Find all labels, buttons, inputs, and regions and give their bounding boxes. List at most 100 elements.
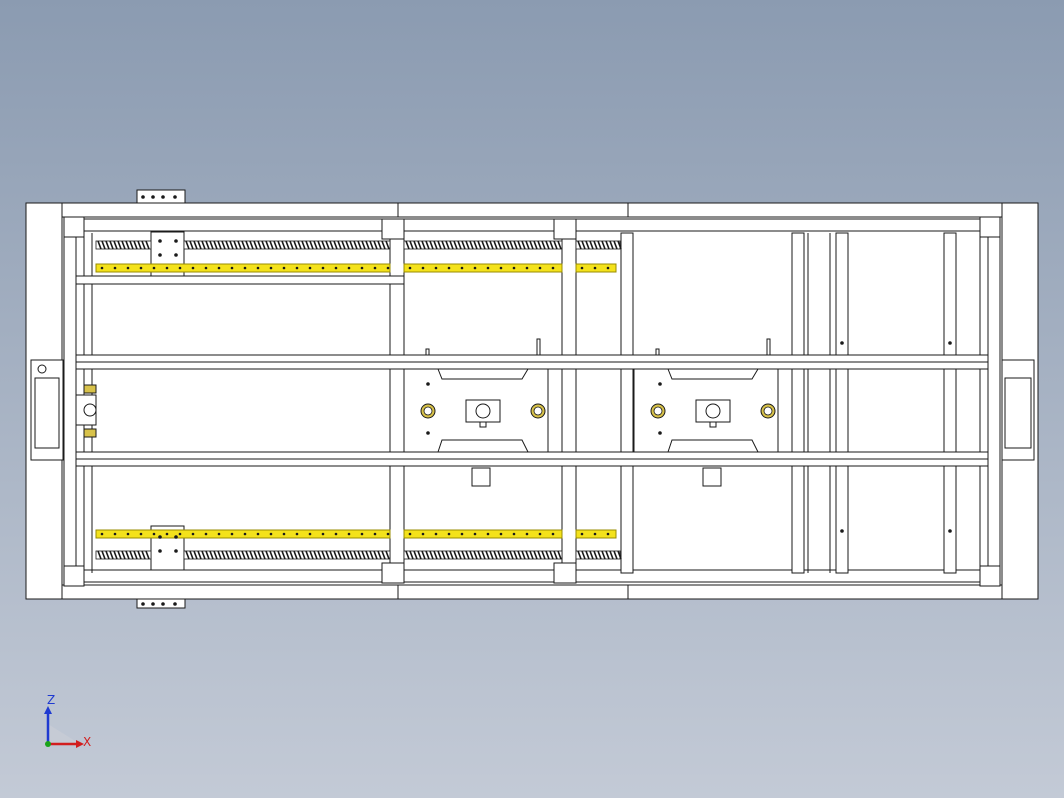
rail-bolt: [386, 532, 390, 536]
rail-bolt: [447, 532, 451, 536]
rail-bolt: [499, 266, 503, 270]
bolt-hole: [658, 382, 662, 386]
rail-bolt: [321, 266, 325, 270]
triad-origin: [45, 741, 51, 747]
rail-bolt: [606, 266, 610, 270]
rail-bolt: [126, 266, 130, 270]
upper-cross-member: [75, 275, 405, 285]
top-mounting-tab: [136, 189, 186, 204]
left-end-block: [30, 359, 64, 461]
rail-bolt: [256, 266, 260, 270]
rail-bolt: [308, 532, 312, 536]
top-rail-profile: [83, 218, 981, 232]
bolt-hole: [948, 341, 952, 345]
rail-bolt: [204, 532, 208, 536]
rail-bolt: [178, 532, 182, 536]
mid-post-3: [620, 232, 634, 574]
rail-bolt: [256, 532, 260, 536]
rail-bolt: [282, 266, 286, 270]
rail-bolt: [373, 532, 377, 536]
rail-bolt: [295, 266, 299, 270]
bolt-hole: [174, 253, 178, 257]
rail-bolt: [165, 532, 169, 536]
rail-bolt: [308, 266, 312, 270]
rail-bolt: [113, 266, 117, 270]
rail-bolt: [152, 532, 156, 536]
rail-bolt: [434, 532, 438, 536]
rail-bolt: [408, 266, 412, 270]
bolt-hole: [658, 431, 662, 435]
bolt-hole: [161, 602, 165, 606]
rail-bolt: [421, 532, 425, 536]
rail-bolt: [386, 266, 390, 270]
ball-screw: [183, 550, 391, 560]
rail-bolt: [295, 532, 299, 536]
rail-bolt: [100, 532, 104, 536]
ball-screw: [403, 240, 563, 250]
bolt-hole: [173, 195, 177, 199]
linear-guide-rail: [403, 263, 563, 273]
rail-bolt: [360, 532, 364, 536]
coordinate-triad: Z X: [44, 694, 91, 749]
rail-bolt: [460, 532, 464, 536]
x-axis-label: X: [83, 735, 91, 749]
bolt-hole: [174, 549, 178, 553]
bolt-hole: [840, 341, 844, 345]
rail-bolt: [191, 532, 195, 536]
bolt-hole: [158, 535, 162, 539]
rail-bolt: [551, 266, 555, 270]
bolt-hole: [141, 195, 145, 199]
rail-bolt: [217, 266, 221, 270]
rail-bolt: [499, 532, 503, 536]
rail-bolt: [139, 266, 143, 270]
carriage-plate-1: [403, 368, 549, 453]
rail-bolt: [460, 266, 464, 270]
rail-bolt: [593, 532, 597, 536]
rail-bolt: [373, 266, 377, 270]
ball-screw: [95, 240, 152, 250]
bolt-hole: [426, 382, 430, 386]
x-axis-arrowhead: [76, 740, 84, 748]
rail-bolt: [217, 532, 221, 536]
rail-bolt: [113, 532, 117, 536]
ball-screw: [575, 240, 622, 250]
rail-bolt: [593, 266, 597, 270]
rail-bolt: [434, 266, 438, 270]
rail-bolt: [243, 266, 247, 270]
linear-guide-rail: [403, 529, 563, 539]
rail-bolt: [360, 266, 364, 270]
bolt-hole: [948, 529, 952, 533]
rail-bolt: [321, 532, 325, 536]
rail-bolt: [334, 532, 338, 536]
rail-bolt: [100, 266, 104, 270]
gear-bearing: [83, 384, 97, 394]
rail-bolt: [580, 532, 584, 536]
bolt-hole: [426, 431, 430, 435]
rail-bolt: [152, 266, 156, 270]
bolt-hole: [151, 195, 155, 199]
rail-bolt: [580, 266, 584, 270]
carriage-plate-2: [633, 368, 779, 453]
rail-bolt: [473, 266, 477, 270]
rail-bolt: [204, 266, 208, 270]
rail-bolt: [178, 266, 182, 270]
linear-guide-rail: [95, 529, 391, 539]
right-post: [979, 228, 1001, 584]
bolt-hole: [158, 253, 162, 257]
rail-bolt: [538, 266, 542, 270]
bolt-hole: [158, 549, 162, 553]
linear-guide-rail: [95, 263, 391, 273]
rail-bolt: [421, 266, 425, 270]
mid-post-2: [561, 228, 577, 584]
bolt-hole: [173, 602, 177, 606]
z-axis-label: Z: [47, 694, 55, 707]
rail-bolt: [334, 266, 338, 270]
rail-bolt: [347, 532, 351, 536]
z-axis-arrowhead: [44, 706, 52, 714]
rail-bolt: [473, 532, 477, 536]
triad-plane: [48, 724, 80, 744]
bolt-hole: [151, 602, 155, 606]
bolt-hole: [840, 529, 844, 533]
